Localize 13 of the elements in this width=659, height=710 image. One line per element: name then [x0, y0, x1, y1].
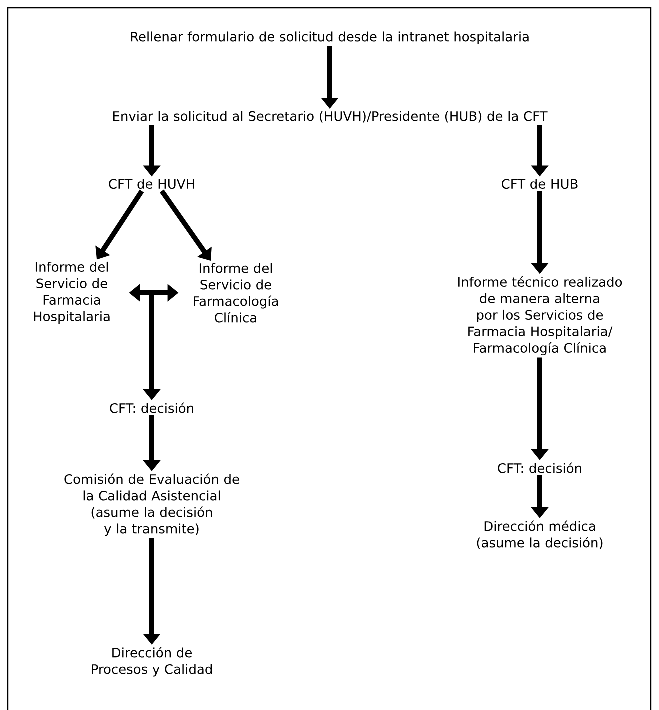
arrow: [160, 190, 212, 261]
step-text: Enviar la solicitud al Secretario (HUVH)/Presidente (HUB) de la CFT: [114, 111, 548, 123]
step-text: CFT de HUB: [502, 178, 578, 190]
step-text: Informe del Servicio de Farmacia Hospitalaria: [34, 262, 110, 324]
step-text: Dirección de Procesos y Calidad: [92, 647, 212, 677]
step-text: Comisión de Evaluación de la Calidad Asistencial (asume la decisión y la transmite): [64, 474, 240, 536]
step-text: CFT: decisión: [110, 402, 194, 414]
step-text: Rellenar formulario de solicitud desde la intranet hospitalaria: [131, 32, 529, 44]
step-text: CFT: decisión: [498, 462, 582, 474]
step-text: Dirección médica (asume la decisión): [477, 520, 603, 550]
step-text: CFT de HUVH: [109, 178, 194, 190]
step-text: Informe del Servicio de Farmacología Clínica: [194, 263, 278, 323]
step-text: Informe técnico realizado de manera alterna por los Servicios de Farmacia Hospitalaria/ Farmacología Clínica: [458, 276, 622, 356]
